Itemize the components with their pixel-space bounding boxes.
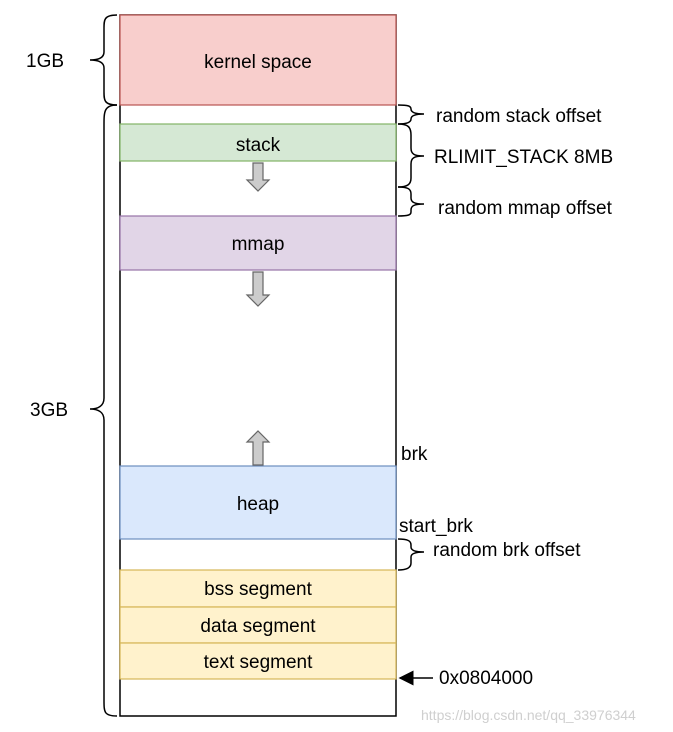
text-segment-block (119, 642, 397, 680)
heap-growth-arrow-up-icon (245, 430, 271, 466)
text-start-address-label: 0x0804000 (439, 668, 533, 689)
rlimit-stack-brace (397, 123, 425, 188)
user-3gb-brace (89, 104, 118, 717)
mmap-block (119, 215, 397, 271)
random-mmap-offset-brace (397, 186, 425, 217)
random-stack-offset-label: random stack offset (436, 106, 602, 127)
stack-label: stack (236, 135, 281, 156)
bss-segment-label: bss segment (204, 579, 312, 600)
mmap-label: mmap (232, 234, 285, 255)
heap-block (119, 465, 397, 540)
user-size-label: 3GB (30, 400, 68, 421)
data-segment-label: data segment (200, 616, 316, 637)
rlimit-stack-label: RLIMIT_STACK 8MB (434, 147, 613, 168)
kernel-size-label: 1GB (26, 51, 64, 72)
random-stack-offset-brace (397, 104, 425, 125)
watermark: https://blog.csdn.net/qq_33976344 (421, 707, 636, 723)
text-segment-label: text segment (204, 652, 313, 673)
start-brk-label: start_brk (399, 516, 473, 537)
stack-block (119, 123, 397, 162)
kernel-1gb-brace (89, 14, 118, 106)
brk-label: brk (401, 444, 428, 465)
kernel-space-label: kernel space (204, 52, 312, 73)
stack-growth-arrow-down-icon (245, 162, 271, 192)
random-mmap-offset-label: random mmap offset (438, 198, 613, 219)
mmap-growth-arrow-down-icon (245, 271, 271, 307)
kernel-space-block (119, 14, 397, 106)
random-brk-offset-brace (397, 538, 425, 571)
heap-label: heap (237, 494, 279, 515)
random-brk-offset-label: random brk offset (433, 540, 581, 561)
bss-segment-block (119, 569, 397, 608)
